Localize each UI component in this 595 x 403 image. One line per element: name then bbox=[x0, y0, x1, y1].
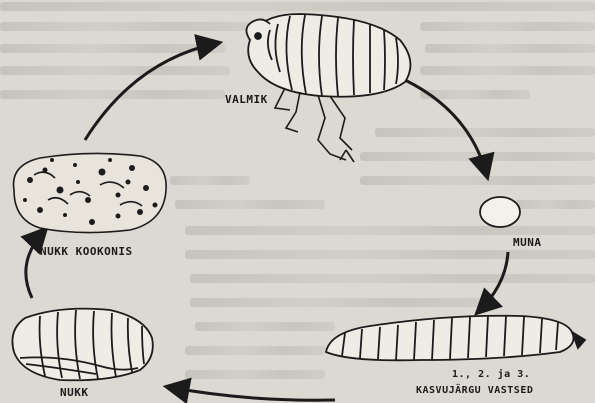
adult-flea-illustration bbox=[246, 14, 410, 162]
larva-illustration bbox=[326, 316, 585, 361]
arrow-egg-to-larvae bbox=[478, 252, 508, 312]
arrow-cocoon-to-adult bbox=[85, 43, 218, 140]
label-larvae-line1: 1., 2. ja 3. bbox=[452, 369, 530, 380]
label-adult: VALMIK bbox=[225, 93, 268, 106]
label-egg: MUNA bbox=[513, 236, 542, 249]
cocoon-illustration bbox=[14, 153, 167, 232]
arrow-larvae-to-pupa bbox=[168, 387, 335, 400]
arrow-pupa-to-cocoon bbox=[26, 230, 45, 298]
label-larvae-line2: KASVUJÄRGU VASTSED bbox=[416, 385, 533, 396]
egg-illustration bbox=[480, 197, 520, 227]
arrow-adult-to-egg bbox=[405, 80, 487, 176]
pupa-illustration bbox=[12, 309, 152, 381]
label-pupa: NUKK bbox=[60, 386, 89, 399]
label-cocoon: NUKK KOOKONIS bbox=[40, 245, 133, 258]
